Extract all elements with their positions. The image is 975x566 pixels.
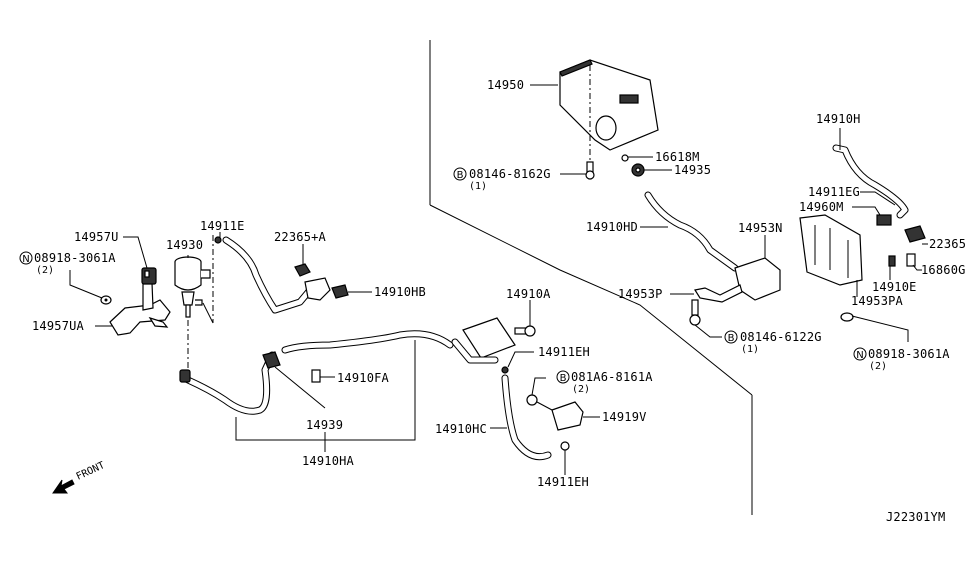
valve-14957U[interactable] xyxy=(141,267,157,285)
valve-14960M[interactable] xyxy=(876,214,892,226)
qty-081A6: (2) xyxy=(572,384,590,395)
nut-08918-left[interactable] xyxy=(100,295,112,305)
clamp-14911EH-top[interactable] xyxy=(501,366,509,374)
filter-14930[interactable] xyxy=(174,256,211,318)
sensor-22365A[interactable] xyxy=(294,263,311,277)
label-14935: 14935 xyxy=(674,163,711,177)
label-14953N: 14953N xyxy=(738,221,783,235)
clamp-14911E[interactable] xyxy=(214,236,222,244)
bracket-14957UA[interactable] xyxy=(109,282,171,336)
clip-14910FA[interactable] xyxy=(311,369,321,383)
label-22365: 22365 xyxy=(929,237,966,251)
label-14910HD: 14910HD xyxy=(586,220,638,234)
label-22365A: 22365+A xyxy=(274,230,327,244)
label-14911EG: 14911EG xyxy=(808,185,860,199)
bracket-14919V[interactable] xyxy=(551,401,584,431)
label-14957U: 14957U xyxy=(74,230,119,244)
qty-08146-8162G: (1) xyxy=(469,181,487,192)
svg-text:B: B xyxy=(457,170,464,181)
bolt-081A6[interactable] xyxy=(526,394,553,411)
label-14910HC: 14910HC xyxy=(435,422,487,436)
oring-16618M[interactable] xyxy=(621,154,629,162)
valve-14935[interactable] xyxy=(631,163,645,177)
bolt-symbol-8162G: B xyxy=(453,167,467,181)
label-14939: 14939 xyxy=(306,418,343,432)
clip-14910E[interactable] xyxy=(888,255,896,267)
label-14911EH-bottom: 14911EH xyxy=(537,475,589,489)
hose-14910HA[interactable] xyxy=(179,330,454,415)
bolt-symbol-6122G: B xyxy=(724,330,738,344)
svg-text:N: N xyxy=(856,350,863,361)
svg-text:N: N xyxy=(22,254,29,265)
front-indicator: FRONT xyxy=(52,460,107,494)
clamp-14911EH-bottom[interactable] xyxy=(560,441,570,451)
qty-08918-left: (2) xyxy=(36,265,54,276)
leader-line xyxy=(274,366,326,409)
label-16618M: 16618M xyxy=(655,150,700,164)
label-14960M: 14960M xyxy=(799,200,844,214)
leader-lines xyxy=(69,84,928,475)
filter-14953N[interactable] xyxy=(734,257,781,301)
front-label: FRONT xyxy=(75,460,107,483)
svg-text:B: B xyxy=(560,373,567,384)
label-14950: 14950 xyxy=(487,78,524,92)
label-08146-6122G: 08146-6122G xyxy=(740,330,822,344)
label-14910A: 14910A xyxy=(506,287,551,301)
label-14957UA: 14957UA xyxy=(32,319,85,333)
diagram-id: J22301YM xyxy=(886,510,945,524)
label-08918-3061A-left: 08918-3061A xyxy=(34,251,116,265)
label-14910HB: 14910HB xyxy=(374,285,426,299)
label-08918-3061A-right: 08918-3061A xyxy=(868,347,950,361)
bracket-14953PA[interactable] xyxy=(799,214,863,286)
qty-08146-6122G: (1) xyxy=(741,344,759,355)
bracket-plate[interactable] xyxy=(451,317,516,364)
front-arrow-icon xyxy=(52,479,75,494)
nut-symbol-left: N xyxy=(19,251,33,265)
hose-14953P[interactable] xyxy=(694,284,743,303)
part-16860G[interactable] xyxy=(906,253,916,267)
label-14953PA: 14953PA xyxy=(851,294,904,308)
hose-14910HD[interactable] xyxy=(644,191,739,272)
label-081A6-8161A: 081A6-8161A xyxy=(571,370,653,384)
bolt-08146-8162G[interactable] xyxy=(585,161,595,180)
label-14910H: 14910H xyxy=(816,112,861,126)
bolt-14910A[interactable] xyxy=(514,325,536,337)
qty-08918-right: (2) xyxy=(869,361,887,372)
label-14910FA: 14910FA xyxy=(337,371,390,385)
label-14953P: 14953P xyxy=(618,287,663,301)
svg-text:B: B xyxy=(728,333,735,344)
bolt-symbol-081A6: B xyxy=(556,370,570,384)
hose-14910H[interactable] xyxy=(832,144,909,219)
label-14911EH-top: 14911EH xyxy=(538,345,590,359)
label-14910E: 14910E xyxy=(872,280,917,294)
hose-14910HB[interactable] xyxy=(222,236,349,314)
connector-14939[interactable] xyxy=(262,351,281,369)
divider-line-diagonal xyxy=(429,204,753,396)
label-14919V: 14919V xyxy=(602,410,647,424)
label-14910HA: 14910HA xyxy=(302,454,355,468)
bolt-08146-6122G[interactable] xyxy=(689,299,701,326)
label-16860G: 16860G xyxy=(921,263,966,277)
label-08146-8162G: 08146-8162G xyxy=(469,167,551,181)
sensor-22365[interactable] xyxy=(904,225,926,243)
canister-14950[interactable] xyxy=(559,59,659,151)
label-14930: 14930 xyxy=(166,238,203,252)
label-14911E: 14911E xyxy=(200,219,245,233)
hose-14910HC[interactable] xyxy=(501,374,552,461)
nut-symbol-right: N xyxy=(853,347,867,361)
nut-08918-right[interactable] xyxy=(840,312,854,322)
leader-line xyxy=(202,302,214,324)
